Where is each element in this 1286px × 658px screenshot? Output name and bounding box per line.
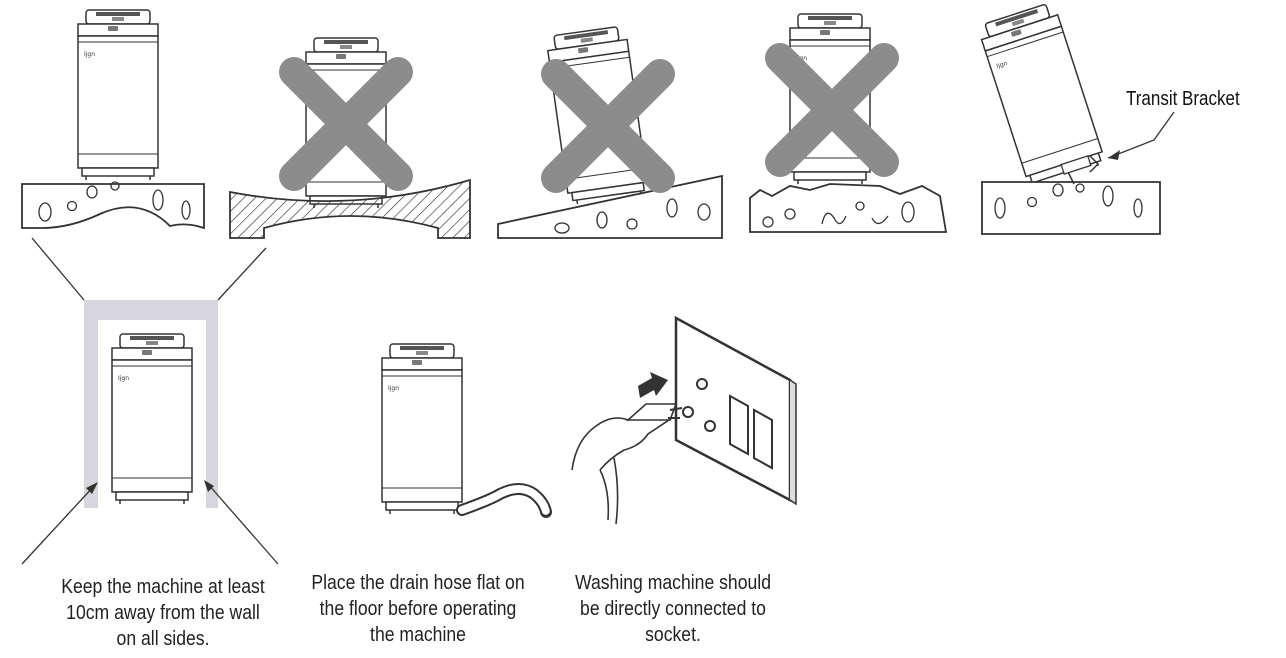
caption-line: Place the drain hose flat on bbox=[311, 572, 525, 594]
arrow-right-icon bbox=[638, 372, 668, 398]
panel-transit-bracket bbox=[976, 0, 1175, 235]
panel-sloped-floor bbox=[497, 24, 723, 239]
caption-line: socket. bbox=[645, 624, 701, 646]
panel-uneven-soft-floor bbox=[229, 37, 471, 239]
panel-drain-hose bbox=[381, 343, 552, 518]
panel-socket bbox=[571, 315, 797, 525]
caption-line: on all sides. bbox=[116, 628, 210, 650]
caption-line: be directly connected to bbox=[580, 598, 766, 620]
caption-line: Keep the machine at least bbox=[61, 576, 265, 598]
panel-bumpy-floor bbox=[749, 13, 948, 233]
caption-socket: Washing machine should be directly conne… bbox=[563, 570, 783, 648]
caption-line: the floor before operating bbox=[319, 598, 517, 620]
caption-line: Washing machine should bbox=[575, 572, 771, 594]
transit-bracket-label: Transit Bracket bbox=[1126, 88, 1240, 110]
panel-correct-floor bbox=[21, 9, 205, 230]
caption-wall-clearance: Keep the machine at least 10cm away from… bbox=[35, 574, 290, 652]
panel-wall-clearance bbox=[21, 237, 279, 565]
caption-line: the machine bbox=[370, 624, 466, 646]
caption-drain-hose: Place the drain hose flat on the floor b… bbox=[298, 570, 537, 648]
caption-line: 10cm away from the wall bbox=[66, 602, 260, 624]
